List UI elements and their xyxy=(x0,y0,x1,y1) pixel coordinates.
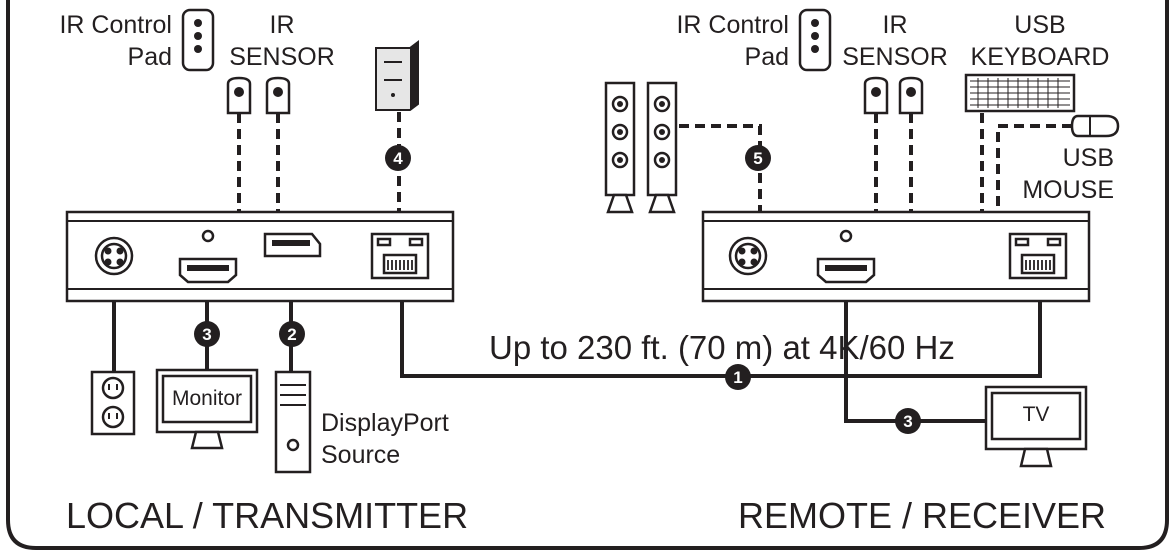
ir-sensor-icon xyxy=(863,76,889,115)
remote-ir-control-pad-label-2: Pad xyxy=(745,43,789,71)
badge-hdmi-local: 3 xyxy=(194,321,220,347)
ir-sensor-icon xyxy=(226,76,252,115)
hdmi-cable-remote xyxy=(844,282,986,423)
mouse-icon xyxy=(1070,114,1120,138)
svg-text:5: 5 xyxy=(753,149,762,168)
svg-text:4: 4 xyxy=(393,149,403,168)
power-port xyxy=(94,236,134,276)
usb-mouse-label-1: USB xyxy=(1063,144,1114,172)
svg-text:1: 1 xyxy=(733,368,742,387)
badge-hdmi-remote: 3 xyxy=(895,408,921,434)
usb-keyboard-label-2: KEYBOARD xyxy=(971,43,1110,71)
audio-cable xyxy=(679,124,762,212)
local-ir-sensor-label-2: SENSOR xyxy=(229,43,335,71)
outer-frame xyxy=(6,0,1169,550)
usb-keyboard-label-1: USB xyxy=(1014,11,1065,39)
computer-tower-icon xyxy=(375,40,419,111)
link-distance-caption: Up to 230 ft. (70 m) at 4K/60 Hz xyxy=(489,329,955,366)
local-ir-sensor-label-1: IR xyxy=(270,11,295,39)
ir-sensor-icon xyxy=(265,76,291,115)
receiver-unit xyxy=(701,210,1091,303)
displayport-source-icon xyxy=(274,370,312,474)
remote-section-title: REMOTE / RECEIVER xyxy=(738,495,1106,536)
rj45-port-local xyxy=(370,232,430,280)
rj45-port-remote xyxy=(1008,232,1068,280)
monitor-icon xyxy=(155,368,259,450)
local-section-title: LOCAL / TRANSMITTER xyxy=(66,495,468,536)
badge-audio: 5 xyxy=(745,145,771,171)
remote-ir-control-pad-label-1: IR Control xyxy=(676,11,789,39)
monitor-label: Monitor xyxy=(172,387,242,410)
hdmi-port-remote xyxy=(816,257,876,284)
cat-cable xyxy=(400,275,1042,378)
hdmi-port-local xyxy=(178,257,238,284)
status-led xyxy=(201,229,215,243)
svg-text:2: 2 xyxy=(287,325,296,344)
keyboard-icon xyxy=(964,73,1076,113)
speaker-icon xyxy=(646,81,678,214)
local-ir-control-pad-label-2: Pad xyxy=(128,43,172,71)
dp-source-label-2: Source xyxy=(321,441,400,469)
transmitter-unit xyxy=(65,210,455,303)
ir-control-pad-icon xyxy=(181,8,215,72)
remote-ir-sensor-label-2: SENSOR xyxy=(842,43,948,71)
svg-text:3: 3 xyxy=(202,325,211,344)
usb-mouse-label-2: MOUSE xyxy=(1022,176,1114,204)
dp-source-label-1: DisplayPort xyxy=(321,409,449,437)
status-led xyxy=(839,229,853,243)
tv-icon xyxy=(984,385,1088,468)
badge-usb-computer: 4 xyxy=(385,145,411,171)
tv-label: TV xyxy=(1023,403,1050,426)
speaker-icon xyxy=(604,81,636,214)
svg-text:3: 3 xyxy=(903,412,912,431)
badge-cat-cable: 1 xyxy=(725,364,751,390)
local-ir-control-pad-label-1: IR Control xyxy=(59,11,172,39)
ir-control-pad-icon xyxy=(798,8,832,72)
power-port xyxy=(728,236,768,276)
badge-displayport: 2 xyxy=(279,321,305,347)
displayport-port xyxy=(263,232,322,258)
ir-sensor-icon xyxy=(898,76,924,115)
usb-mouse-cable xyxy=(996,124,1072,212)
remote-ir-sensor-label-1: IR xyxy=(883,11,908,39)
power-outlet-icon xyxy=(90,370,136,436)
